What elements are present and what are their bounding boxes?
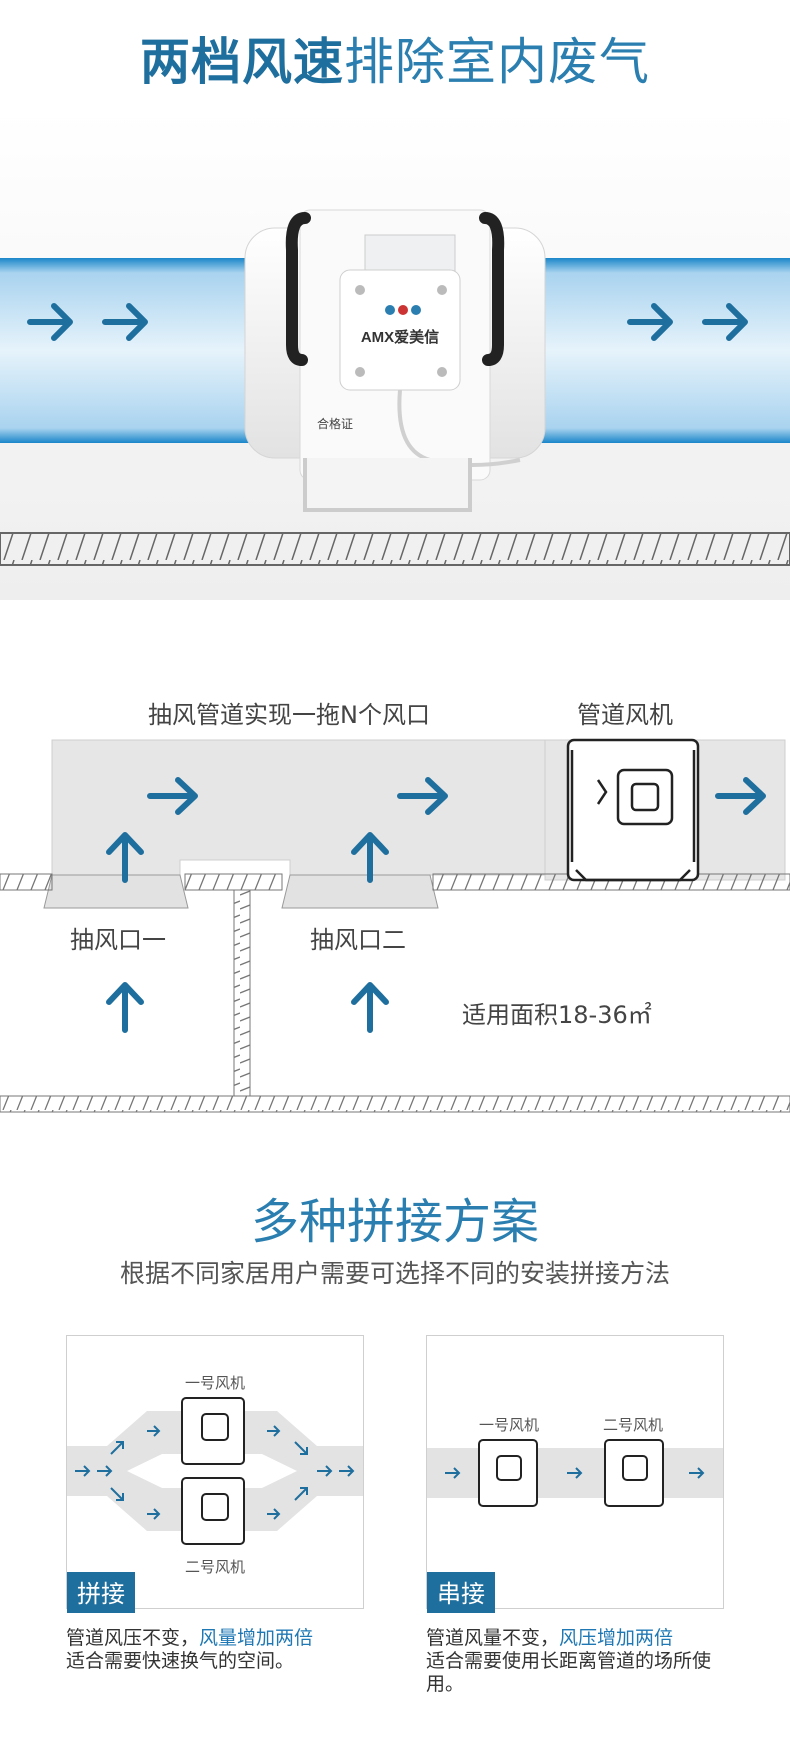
schemes-title: 多种拼接方案 [250,1194,539,1250]
inline-fan: AMX爱美信 合格证 [244,209,546,512]
series-fan2-label: 二号风机 [603,1416,664,1434]
product-brand: AMX爱美信 [361,328,439,346]
airflow-arrow-icons [106,777,766,1033]
hero-title-light: 排除室内废气 [344,33,650,91]
parallel-fan1-label: 一号风机 [184,1374,245,1392]
series-caption-plain: 管道风量不变， [426,1627,560,1649]
hero-title: 两档风速排除室内废气 [0,22,790,94]
series-panel: 一号风机 二号风机 串接 [426,1335,724,1613]
hero-floor-hatch [0,532,790,566]
parallel-caption-plain: 管道风压不变， [66,1627,200,1649]
series-caption-line2: 适合需要使用长距离管道的场所使用。 [426,1650,712,1695]
inlet-1-vent [43,874,189,909]
parallel-tag: 拼接 [67,1572,135,1613]
hero-title-bold: 两档风速 [140,33,344,91]
fan-label: 管道风机 [577,701,673,729]
hero-illustration: AMX爱美信 合格证 [0,110,790,600]
duct-diagram [0,738,790,1113]
inlet-2-label: 抽风口二 [310,926,406,954]
parallel-caption-highlight: 风量增加两倍 [199,1627,314,1649]
duct-label: 抽风管道实现一拖N个风口 [148,701,430,729]
series-diagram [427,1439,723,1507]
certificate-label: 合格证 [317,416,353,431]
parallel-caption-line2: 适合需要快速换气的空间。 [66,1650,295,1672]
right-pipe [530,258,790,443]
parallel-panel: 一号风机 二号风机 拼接 [66,1335,364,1613]
left-pipe [0,258,260,443]
floor-slab [0,1095,790,1113]
parallel-caption: 管道风压不变，风量增加两倍 适合需要快速换气的空间。 [66,1627,366,1673]
main-duct [51,739,581,896]
series-tag: 串接 [427,1572,495,1613]
series-caption: 管道风量不变，风压增加两倍 适合需要使用长距离管道的场所使用。 [426,1627,718,1696]
inlet-1-label: 抽风口一 [70,926,166,954]
diagram-fan-icon [566,738,700,882]
inlet-2-vent [281,874,439,909]
hero-arrow-icons [27,303,748,341]
parallel-fan2-label: 二号风机 [184,1558,245,1576]
series-fan1-label: 一号风机 [479,1416,540,1434]
schemes-subtitle: 根据不同家居用户需要可选择不同的安装拼接方法 [119,1259,670,1288]
series-caption-highlight: 风压增加两倍 [559,1627,674,1649]
parallel-arrow-icons [75,1425,355,1520]
parallel-diagram [67,1397,363,1545]
series-arrow-icons [445,1467,705,1479]
area-label: 适用面积18-36㎡ [462,1001,652,1029]
partition-wall [233,889,251,1097]
